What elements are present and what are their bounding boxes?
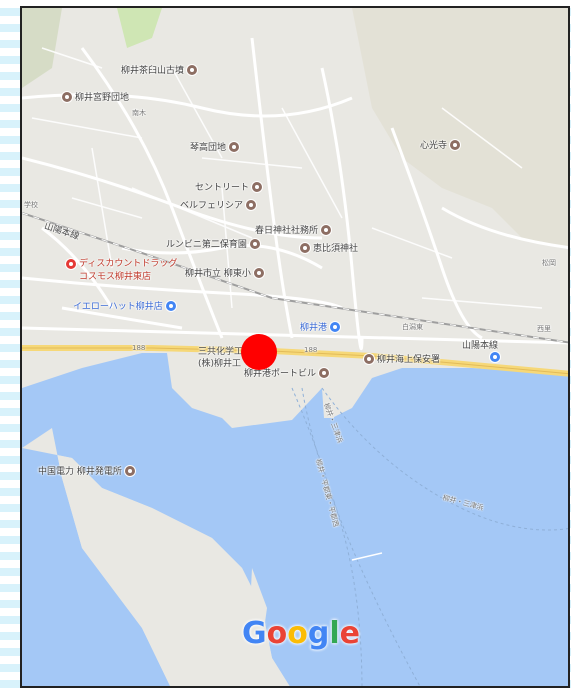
poi-portbill[interactable]: 柳井港ポートビル: [244, 366, 330, 379]
label-route-188b: 188: [304, 346, 318, 354]
label-nishi: 西里: [537, 325, 551, 333]
poi-yanai-station[interactable]: 柳井港: [300, 320, 341, 333]
location-marker[interactable]: [241, 334, 277, 370]
train-icon: [330, 321, 341, 332]
poi-lumbini[interactable]: ルンビニ第二保育園: [166, 237, 260, 250]
poi-chugoku[interactable]: 中国電力 柳井発電所: [38, 464, 135, 477]
poi-shiratori[interactable]: 柳井茶臼山古墳: [121, 63, 198, 76]
building-icon: [319, 367, 330, 378]
poi-shinkoji[interactable]: 心光寺: [420, 138, 461, 151]
label-minami: 南木: [132, 109, 146, 117]
hill-area: [352, 8, 568, 248]
poi-centlight[interactable]: セントリート: [195, 180, 263, 193]
label-sanyo-line-right: 山陽本線: [462, 341, 499, 351]
poi-kotakadanchi[interactable]: 琴高団地: [190, 140, 240, 153]
building-icon: [252, 181, 263, 192]
building-icon: [229, 141, 240, 152]
label-yanai-port: (株)柳井工: [198, 359, 242, 369]
school-icon: [253, 267, 264, 278]
poi-yellowhat[interactable]: イエローハット柳井店: [73, 299, 176, 312]
building-icon: [62, 91, 72, 102]
bus-icon: [490, 352, 500, 362]
shrine-icon: [300, 242, 310, 253]
poi-miyanodanchi[interactable]: 柳井宮野団地: [62, 90, 129, 103]
label-route-188a: 188: [132, 344, 146, 352]
poi-higashi-school[interactable]: 柳井市立 柳東小: [185, 266, 264, 279]
map-canvas: [22, 8, 568, 686]
road-network: [22, 37, 568, 351]
shopping-icon: [165, 300, 176, 311]
label-sawaga: 白潟東: [402, 323, 423, 331]
label-sankyo: 三共化学工業: [198, 347, 253, 357]
power-plant-icon: [124, 465, 135, 476]
park-area: [117, 8, 162, 48]
poi-kasuga[interactable]: 春日神社社務所: [255, 223, 332, 236]
poi-ebisu[interactable]: 恵比須神社: [300, 241, 358, 254]
school-icon: [249, 238, 260, 249]
map-view[interactable]: 柳井茶臼山古墳 柳井宮野団地 琴高団地 心光寺 セントリート ベルフェリシア 春…: [20, 6, 570, 688]
ferry-routes: [291, 387, 568, 686]
shrine-icon: [321, 224, 332, 235]
shopping-icon: [66, 259, 76, 269]
google-logo: Google: [242, 616, 361, 651]
poi-right-icon[interactable]: [490, 352, 500, 362]
landmark-icon: [187, 64, 198, 75]
poi-belfelicia[interactable]: ベルフェリシア: [180, 198, 257, 211]
label-school: 学校: [24, 201, 38, 209]
poi-drugstore[interactable]: ディスカウントドラッグ コスモス柳井東店: [66, 256, 177, 282]
temple-icon: [450, 139, 461, 150]
sea-area: [22, 353, 568, 686]
building-icon: [246, 199, 257, 210]
government-icon: [364, 353, 374, 364]
label-matsugaoka: 松岡: [542, 259, 556, 267]
poi-coastguard[interactable]: 柳井海上保安署: [364, 352, 440, 365]
